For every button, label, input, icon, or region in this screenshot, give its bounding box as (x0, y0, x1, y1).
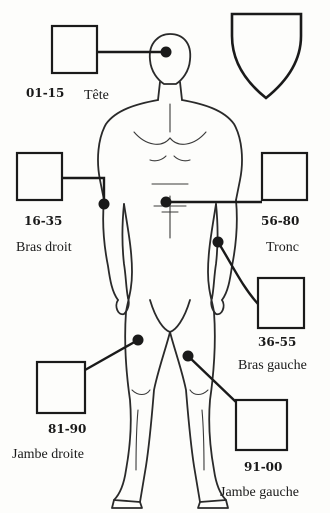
bras-droit-range: 16-35 (24, 214, 62, 228)
jambe-gauche-name: Jambe gauche (220, 485, 299, 500)
location-bras-gauche: 36-55 Bras gauche (213, 237, 307, 374)
shield-icon (232, 14, 301, 98)
bras-droit-name: Bras droit (16, 240, 72, 255)
tronc-box[interactable] (262, 153, 307, 200)
jambe-gauche-range: 91-00 (244, 460, 282, 474)
human-figure (98, 34, 242, 508)
tete-range: 01-15 (26, 86, 64, 100)
bras-gauche-range: 36-55 (258, 335, 296, 349)
location-tete: 01-15 Tête (26, 26, 172, 103)
jambe-gauche-box[interactable] (236, 400, 287, 450)
tete-box[interactable] (52, 26, 97, 73)
bras-gauche-box[interactable] (258, 278, 304, 328)
jambe-droite-name: Jambe droite (12, 447, 84, 462)
tete-name: Tête (84, 88, 109, 103)
bras-droit-box[interactable] (17, 153, 62, 200)
location-bras-droit: 16-35 Bras droit (16, 153, 110, 255)
jambe-droite-range: 81-90 (48, 422, 86, 436)
location-tronc: 56-80 Tronc (161, 153, 308, 255)
jambe-droite-box[interactable] (37, 362, 85, 413)
bras-gauche-name: Bras gauche (238, 358, 307, 373)
tronc-range: 56-80 (261, 214, 299, 228)
tronc-name: Tronc (266, 240, 299, 255)
location-jambe-droite: 81-90 Jambe droite (12, 335, 144, 463)
